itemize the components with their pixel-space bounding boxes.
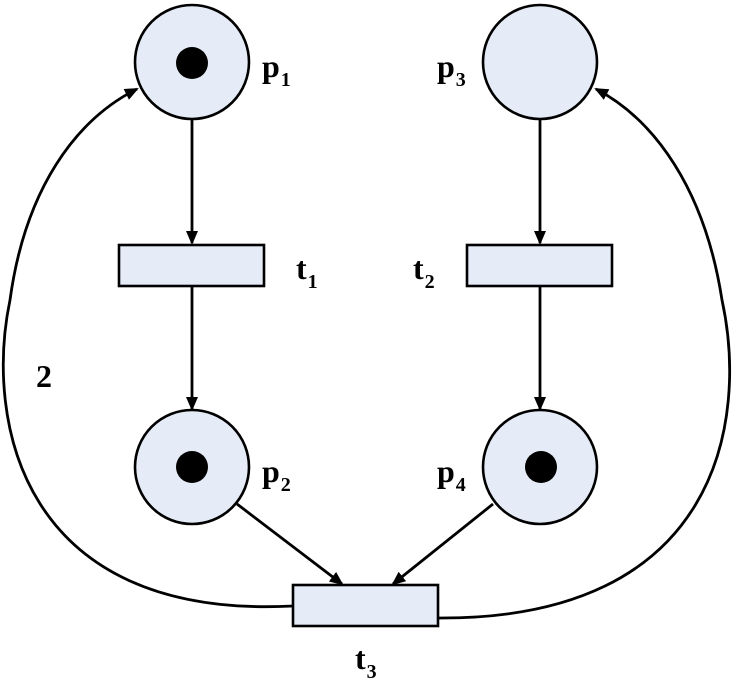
arc-t3-p1 xyxy=(1,87,294,609)
transition-t2 xyxy=(465,243,614,288)
arc-weight-label: 2 xyxy=(36,358,52,394)
token-p2 xyxy=(176,451,208,483)
arc-p4-t3 xyxy=(391,502,494,586)
token-p1 xyxy=(176,47,208,79)
token-p4 xyxy=(525,451,557,483)
label-p1: p1 xyxy=(262,48,291,91)
arc-p2-t3 xyxy=(236,502,344,586)
place-p3 xyxy=(481,3,599,121)
arc-t3-p3 xyxy=(437,87,731,620)
label-p3: p3 xyxy=(437,48,466,91)
label-t3: t3 xyxy=(355,640,377,683)
label-t2: t2 xyxy=(413,250,435,293)
transition-t1 xyxy=(117,243,266,288)
label-p2: p2 xyxy=(262,453,291,496)
transition-t3 xyxy=(291,583,440,628)
label-t1: t1 xyxy=(296,250,318,293)
label-p4: p4 xyxy=(437,453,466,496)
